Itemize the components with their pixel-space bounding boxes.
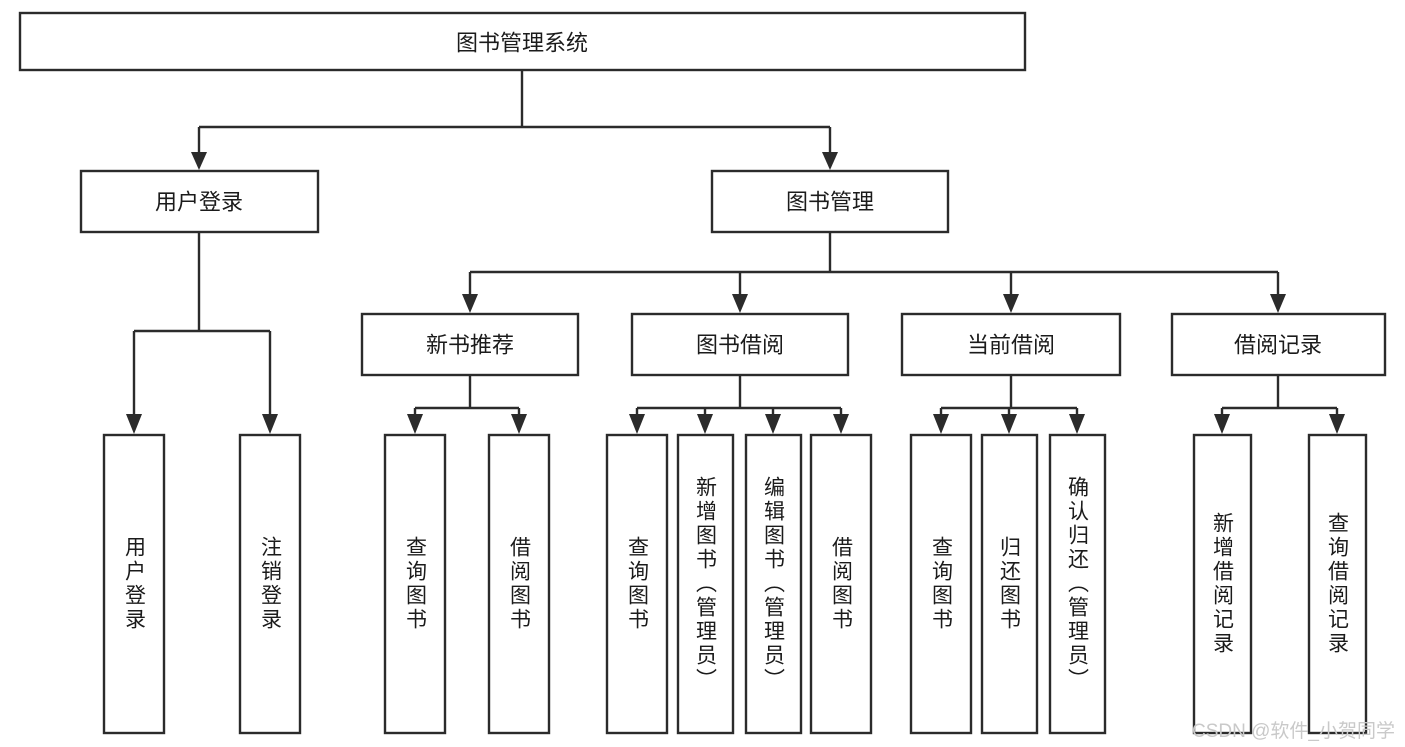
node-leaf-query-record[interactable]: 查询借阅记录 <box>1307 433 1368 735</box>
arrow-borrow-record <box>1270 294 1286 313</box>
node-leaf-return-book-label: 归还图书 <box>998 536 1022 632</box>
node-leaf-borrow-book-2-box[interactable] <box>809 433 873 735</box>
node-leaf-borrow-book-1[interactable]: 借阅图书 <box>487 433 551 735</box>
node-current-borrow-label: 当前借阅 <box>967 333 1055 358</box>
node-root-label: 图书管理系统 <box>456 31 588 56</box>
arrow-current-borrow <box>1003 294 1019 313</box>
arrow-leaf-add-book <box>697 414 713 434</box>
node-leaf-user-login[interactable]: 用户登录 <box>102 433 166 735</box>
node-leaf-user-logout[interactable]: 注销登录 <box>238 433 302 735</box>
node-leaf-borrow-book-1-box[interactable] <box>487 433 551 735</box>
arrow-leaf-return-book <box>1001 414 1017 434</box>
node-leaf-borrow-book-1-label: 借阅图书 <box>508 536 532 632</box>
node-leaf-confirm-return[interactable]: 确认归还（管理员） <box>1048 433 1107 735</box>
arrow-book-borrow <box>732 294 748 313</box>
arrow-leaf-edit-book <box>765 414 781 434</box>
arrow-leaf-borrow-book-1 <box>511 414 527 434</box>
arrow-leaf-query-record <box>1329 414 1345 434</box>
node-root[interactable]: 图书管理系统 <box>18 11 1027 72</box>
node-borrow-record-label: 借阅记录 <box>1234 333 1322 358</box>
node-leaf-query-book-3[interactable]: 查询图书 <box>909 433 973 735</box>
node-new-book-recommend-box[interactable] <box>360 312 580 377</box>
arrow-leaf-query-book-2 <box>629 414 645 434</box>
node-leaf-edit-book-box[interactable] <box>744 433 803 735</box>
node-leaf-add-book-box[interactable] <box>676 433 735 735</box>
arrow-leaf-user-login <box>126 414 142 434</box>
connector-layer <box>126 70 1345 434</box>
node-leaf-query-book-1-box[interactable] <box>383 433 447 735</box>
node-leaf-add-record[interactable]: 新增借阅记录 <box>1192 433 1253 735</box>
node-book-borrow-box[interactable] <box>630 312 850 377</box>
node-book-borrow[interactable]: 图书借阅 <box>630 312 850 377</box>
node-book-borrow-label: 图书借阅 <box>696 333 784 358</box>
node-leaf-confirm-return-box[interactable] <box>1048 433 1107 735</box>
arrow-leaf-add-record <box>1214 414 1230 434</box>
node-leaf-edit-book[interactable]: 编辑图书（管理员） <box>744 433 803 735</box>
node-leaf-user-login-box[interactable] <box>102 433 166 735</box>
node-leaf-query-book-3-box[interactable] <box>909 433 973 735</box>
node-leaf-add-book-label: 新增图书（管理员） <box>694 476 718 692</box>
node-user-login[interactable]: 用户登录 <box>79 169 320 234</box>
node-user-login-box[interactable] <box>79 169 320 234</box>
node-leaf-query-book-1[interactable]: 查询图书 <box>383 433 447 735</box>
arrow-to-book-management <box>822 152 838 170</box>
node-borrow-record[interactable]: 借阅记录 <box>1170 312 1387 377</box>
node-leaf-user-logout-box[interactable] <box>238 433 302 735</box>
node-leaf-return-book[interactable]: 归还图书 <box>980 433 1039 735</box>
node-leaf-query-record-box[interactable] <box>1307 433 1368 735</box>
node-book-management-box[interactable] <box>710 169 950 234</box>
node-leaf-confirm-return-label: 确认归还（管理员） <box>1066 476 1090 692</box>
node-leaf-query-book-3-label: 查询图书 <box>930 536 954 632</box>
node-leaf-borrow-book-2[interactable]: 借阅图书 <box>809 433 873 735</box>
node-leaf-user-logout-label: 注销登录 <box>259 536 283 632</box>
arrow-new-book-recommend <box>462 294 478 313</box>
node-new-book-recommend-label: 新书推荐 <box>426 333 514 358</box>
node-leaf-query-book-1-label: 查询图书 <box>404 536 428 632</box>
node-user-login-label: 用户登录 <box>155 190 243 215</box>
node-leaf-edit-book-label: 编辑图书（管理员） <box>762 476 786 692</box>
node-book-management-label: 图书管理 <box>786 190 874 215</box>
node-leaf-borrow-book-2-label: 借阅图书 <box>830 536 854 632</box>
node-leaf-query-book-2-label: 查询图书 <box>626 536 650 632</box>
arrow-leaf-user-logout <box>262 414 278 434</box>
node-leaf-query-record-label: 查询借阅记录 <box>1326 512 1350 656</box>
arrow-leaf-confirm-return <box>1069 414 1085 434</box>
node-new-book-recommend[interactable]: 新书推荐 <box>360 312 580 377</box>
node-leaf-add-record-box[interactable] <box>1192 433 1253 735</box>
node-borrow-record-box[interactable] <box>1170 312 1387 377</box>
node-leaf-return-book-box[interactable] <box>980 433 1039 735</box>
node-leaf-add-record-label: 新增借阅记录 <box>1211 512 1235 656</box>
arrow-to-user-login <box>191 152 207 170</box>
arrow-leaf-query-book-3 <box>933 414 949 434</box>
node-leaf-user-login-label: 用户登录 <box>123 536 147 632</box>
node-leaf-add-book[interactable]: 新增图书（管理员） <box>676 433 735 735</box>
node-root-box[interactable] <box>18 11 1027 72</box>
node-current-borrow-box[interactable] <box>900 312 1122 377</box>
node-leaf-query-book-2-box[interactable] <box>605 433 669 735</box>
node-book-management[interactable]: 图书管理 <box>710 169 950 234</box>
node-current-borrow[interactable]: 当前借阅 <box>900 312 1122 377</box>
arrow-leaf-query-book-1 <box>407 414 423 434</box>
arrow-leaf-borrow-book-2 <box>833 414 849 434</box>
node-leaf-query-book-2[interactable]: 查询图书 <box>605 433 669 735</box>
